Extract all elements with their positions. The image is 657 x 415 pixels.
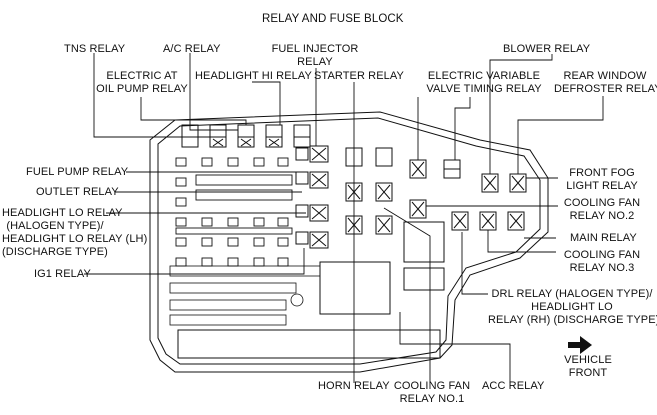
center-relays <box>319 147 461 315</box>
arrow-right-icon <box>568 336 592 354</box>
leader-lines <box>84 53 604 383</box>
block-outer-outline <box>149 111 549 373</box>
ac-relay-label: A/C RELAY <box>163 43 221 55</box>
diagram-title: RELAY AND FUSE BLOCK <box>262 13 404 25</box>
blower-relay-label: BLOWER RELAY <box>503 43 591 55</box>
tns-relay-label: TNS RELAY <box>64 43 126 55</box>
top-relays <box>181 124 311 148</box>
fuel-pump-relay-label: FUEL PUMP RELAY <box>26 166 129 178</box>
ig1-relay-label: IG1 RELAY <box>34 268 91 280</box>
horn-relay-label: HORN RELAY <box>318 380 390 392</box>
headlight-lo-relay-label: HEADLIGHT LO RELAY(HALOGEN TYPE)/HEADLIG… <box>2 207 148 258</box>
headlight-hi-relay-label: HEADLIGHT HI RELAY <box>195 70 312 82</box>
left-relay-column <box>295 145 329 249</box>
block-inner-outline <box>157 117 541 365</box>
acc-relay-label: ACC RELAY <box>482 380 545 392</box>
left-fuse-grid <box>175 157 293 267</box>
main-relay-label: MAIN RELAY <box>570 232 637 244</box>
mini-fuse-row <box>169 265 321 326</box>
starter-relay-label: STARTER RELAY <box>314 70 404 82</box>
right-relays <box>451 173 527 231</box>
outlet-relay-label: OUTLET RELAY <box>36 186 119 198</box>
